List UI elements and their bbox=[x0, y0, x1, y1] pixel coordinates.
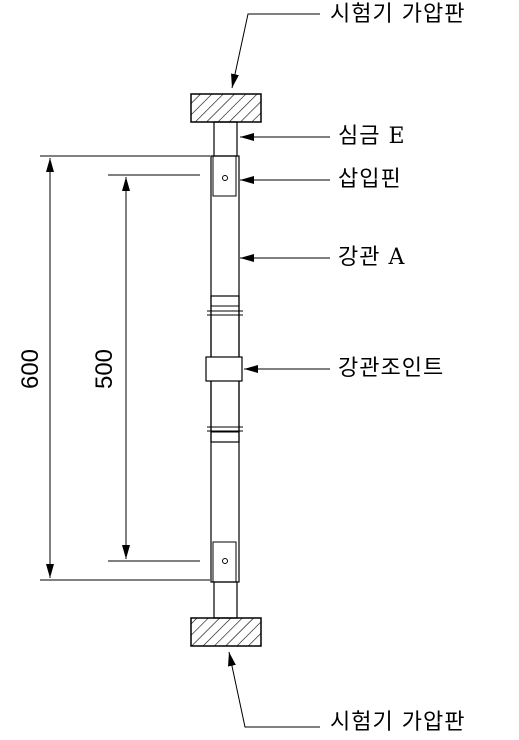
bottom-loading-plate bbox=[190, 617, 262, 647]
top-loading-plate bbox=[190, 93, 262, 123]
label-insertion-pin: 삽입핀 bbox=[338, 167, 402, 192]
pin-hole-top bbox=[222, 175, 228, 181]
label-core-bar: 심금 E bbox=[338, 124, 406, 149]
insertion-pin-bottom bbox=[212, 541, 237, 583]
label-bottom-loading-plate: 시험기 가압판 bbox=[330, 710, 466, 735]
core-bar-top bbox=[213, 121, 238, 157]
label-pipe-joint: 강관조인트 bbox=[338, 356, 445, 381]
pin-hole-bottom bbox=[222, 558, 228, 564]
dimension-500-label: 500 bbox=[91, 348, 118, 390]
label-top-loading-plate: 시험기 가압판 bbox=[330, 2, 466, 27]
joint-collar bbox=[205, 356, 243, 382]
core-bar-bottom bbox=[213, 581, 238, 619]
insertion-pin-top bbox=[212, 155, 237, 197]
dimension-600-label: 600 bbox=[17, 348, 44, 390]
label-steel-pipe: 강관 A bbox=[338, 245, 406, 270]
